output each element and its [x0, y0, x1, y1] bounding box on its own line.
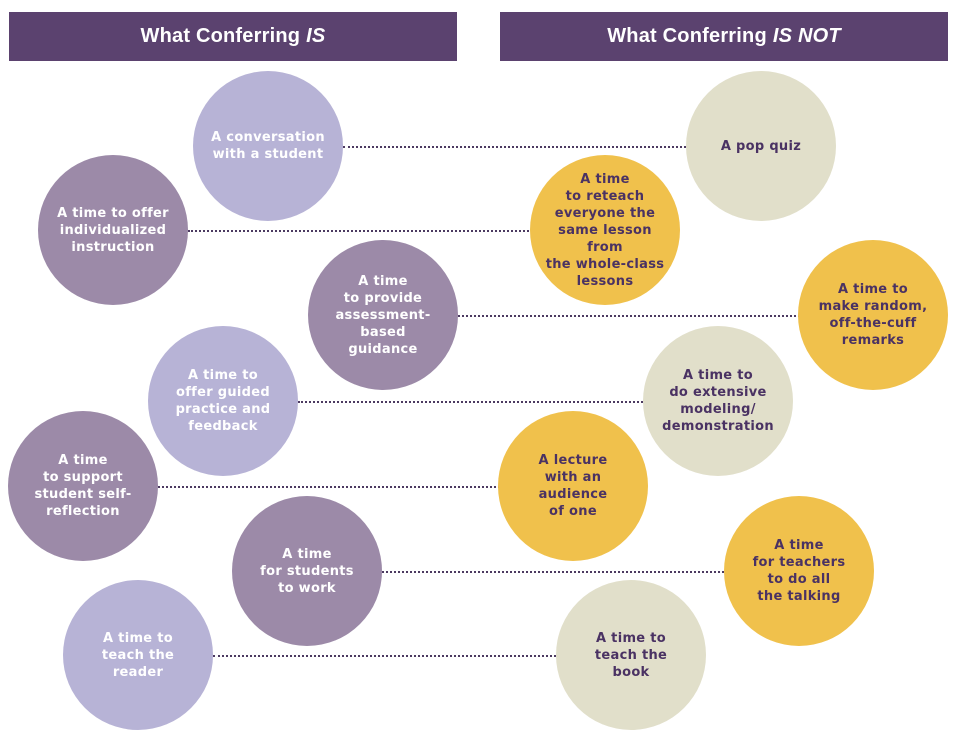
- header-isnot-emphasis: IS NOT: [772, 25, 841, 47]
- isnot-item-lecture: A lecture with an audience of one: [498, 411, 648, 561]
- is-item-guided-practice: A time to offer guided practice and feed…: [148, 326, 298, 476]
- isnot-item-label: A time to reteach everyone the same less…: [545, 171, 665, 289]
- header-isnot-text: What Conferring: [607, 25, 767, 47]
- header-what-conferring-is: What Conferring IS: [9, 12, 457, 61]
- is-item-individualized-instruction: A time to offer individualized instructi…: [38, 155, 188, 305]
- connector-2: [188, 230, 533, 232]
- header-what-conferring-is-not: What Conferring IS NOT: [500, 12, 948, 61]
- connector-7: [213, 655, 556, 657]
- isnot-item-teachers-talking: A time for teachers to do all the talkin…: [724, 496, 874, 646]
- connector-5: [158, 486, 500, 488]
- is-item-assessment-guidance: A time to provide assessment- based guid…: [308, 240, 458, 390]
- connector-1: [343, 146, 686, 148]
- isnot-item-reteach-everyone: A time to reteach everyone the same less…: [530, 155, 680, 305]
- isnot-item-label: A time to make random, off-the-cuff rema…: [818, 282, 928, 348]
- connector-3: [458, 315, 800, 317]
- isnot-item-label: A time to do extensive modeling/ demonst…: [662, 368, 774, 434]
- isnot-item-random-remarks: A time to make random, off-the-cuff rema…: [798, 240, 948, 390]
- is-item-label: A time to teach the reader: [101, 630, 175, 680]
- connector-6: [382, 571, 724, 573]
- isnot-item-extensive-modeling: A time to do extensive modeling/ demonst…: [643, 326, 793, 476]
- isnot-item-label: A pop quiz: [720, 138, 802, 154]
- is-item-label: A time to provide assessment- based guid…: [335, 273, 431, 357]
- isnot-item-pop-quiz: A pop quiz: [686, 71, 836, 221]
- is-item-self-reflection: A time to support student self- reflecti…: [8, 411, 158, 561]
- is-item-students-work: A time for students to work: [232, 496, 382, 646]
- connector-4: [298, 401, 643, 403]
- header-is-text: What Conferring: [140, 25, 301, 47]
- is-item-teach-reader: A time to teach the reader: [63, 580, 213, 730]
- isnot-item-label: A lecture with an audience of one: [538, 453, 608, 519]
- is-item-label: A time to offer guided practice and feed…: [175, 368, 271, 434]
- is-item-label: A time for students to work: [260, 546, 354, 596]
- is-item-label: A time to support student self- reflecti…: [34, 453, 132, 519]
- is-item-label: A time to offer individualized instructi…: [57, 205, 169, 255]
- header-is-emphasis: IS: [306, 25, 326, 47]
- isnot-item-label: A time for teachers to do all the talkin…: [752, 538, 846, 604]
- is-item-label: A conversation with a student: [211, 130, 325, 162]
- is-item-conversation: A conversation with a student: [193, 71, 343, 221]
- isnot-item-label: A time to teach the book: [594, 630, 668, 680]
- isnot-item-teach-book: A time to teach the book: [556, 580, 706, 730]
